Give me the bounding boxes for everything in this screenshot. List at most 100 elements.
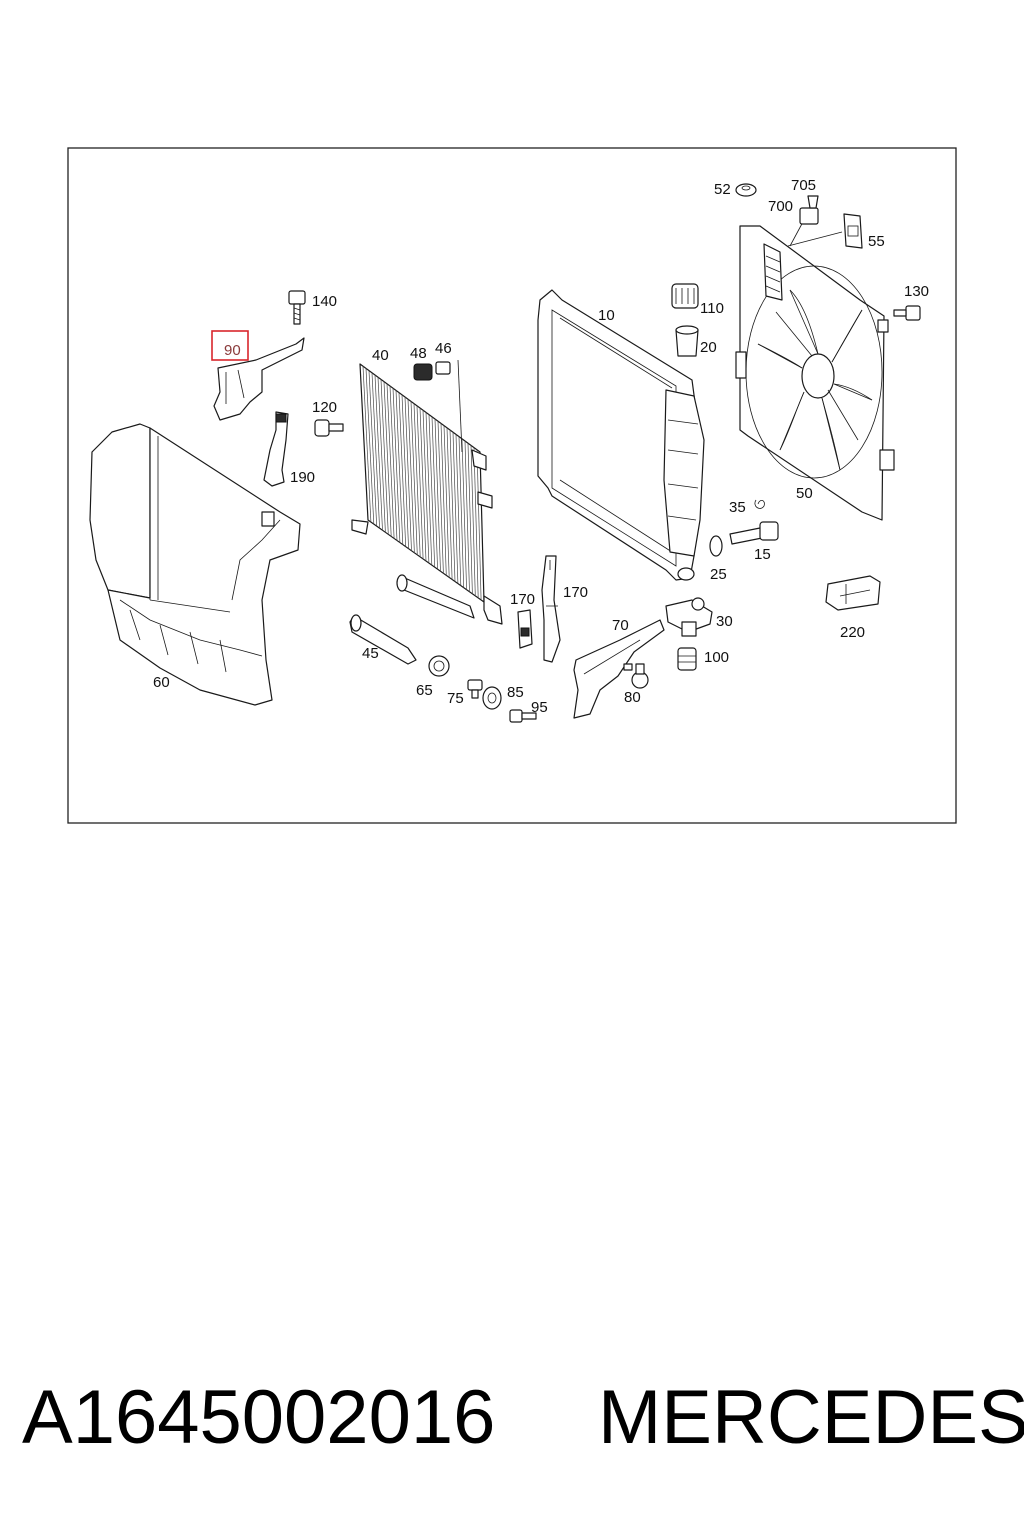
- callout-130: 130: [904, 283, 929, 300]
- callout-220: 220: [840, 624, 865, 641]
- highlight-box-90: [211, 330, 249, 361]
- condenser-fin: [410, 401, 418, 555]
- callout-120: 120: [312, 399, 337, 416]
- part-number: A1645002016: [22, 1375, 496, 1460]
- callout-60: 60: [153, 674, 170, 691]
- condenser-fin: [470, 445, 476, 596]
- condenser-fin: [449, 429, 456, 582]
- condenser-fin: [404, 396, 412, 551]
- condenser-fin: [371, 372, 380, 529]
- condenser-fin: [416, 405, 424, 559]
- condenser-fin: [368, 370, 378, 527]
- callout-labels: 52 705 700 55 130 140 110 10 20 40 48 46…: [153, 177, 929, 716]
- plug-48: [413, 363, 433, 381]
- relay-55: [787, 213, 863, 249]
- bolt-75: [467, 679, 483, 699]
- fan-shroud-50: [735, 225, 895, 521]
- parts-diagram: 52 705 700 55 130 140 110 10 20 40 48 46…: [67, 147, 957, 824]
- callout-80: 80: [624, 689, 641, 706]
- condenser-fin: [395, 390, 404, 545]
- callout-46: 46: [435, 340, 452, 357]
- callout-90-highlighted: 90: [224, 342, 241, 359]
- clip-80: [623, 663, 649, 689]
- condenser-fin: [455, 434, 462, 586]
- bracket-90: [213, 337, 305, 421]
- air-duct-70: [573, 619, 665, 719]
- grommet-52: [735, 183, 757, 197]
- bolt-130: [893, 305, 921, 321]
- callout-52: 52: [714, 181, 731, 198]
- condenser-fin: [458, 436, 465, 588]
- bolt-120: [314, 419, 344, 437]
- condenser-fin: [464, 440, 470, 592]
- clip-35: [754, 499, 765, 509]
- condenser-fin: [422, 410, 430, 564]
- callout-170-left: 170: [510, 591, 535, 608]
- callout-45: 45: [362, 645, 379, 662]
- condenser-fin: [407, 399, 415, 553]
- brand-name: MERCEDES: [598, 1375, 1024, 1460]
- condenser-fin: [473, 447, 479, 598]
- callout-40: 40: [372, 347, 389, 364]
- condenser-fin: [362, 366, 372, 523]
- motor-harness-700: [763, 207, 819, 301]
- callout-705: 705: [791, 177, 816, 194]
- condenser-fin: [377, 377, 386, 533]
- condenser-fin: [401, 394, 409, 549]
- radiator-10: [537, 289, 705, 581]
- condenser-fin: [380, 379, 389, 535]
- air-guide-shroud-60: [89, 423, 301, 706]
- callout-140: 140: [312, 293, 337, 310]
- condenser-fin: [476, 449, 482, 600]
- condenser-fin: [398, 392, 407, 547]
- bracket-170-left: [517, 609, 533, 649]
- receiver-drier-45: [349, 614, 417, 665]
- seal-20: [675, 325, 699, 357]
- sealing-ring-25: [709, 535, 723, 557]
- callout-75: 75: [447, 690, 464, 707]
- plug-46: [435, 359, 463, 453]
- condenser-fin: [452, 432, 459, 584]
- condenser-fin: [437, 421, 444, 574]
- condenser-fin: [440, 423, 447, 576]
- washer-85: [482, 686, 502, 710]
- callout-70: 70: [612, 617, 629, 634]
- condenser-fin: [443, 425, 450, 578]
- condenser-fin: [386, 383, 395, 539]
- bolt-140: [288, 290, 306, 325]
- rubber-mount-100: [677, 647, 697, 671]
- condenser-fin: [434, 418, 441, 572]
- condenser-fin: [425, 412, 433, 566]
- connector-705: [807, 195, 819, 209]
- condenser-fin: [428, 414, 436, 568]
- callout-35: 35: [729, 499, 746, 516]
- cap-65: [428, 655, 450, 677]
- bracket-170-right: [541, 555, 561, 663]
- bracket-220: [825, 575, 881, 611]
- callout-65: 65: [416, 682, 433, 699]
- callout-170-right: 170: [563, 584, 588, 601]
- caption: A1645002016 MERCEDES: [0, 1370, 1024, 1480]
- condenser-fin: [461, 438, 467, 590]
- condenser-fin: [392, 388, 401, 543]
- callout-48: 48: [410, 345, 427, 362]
- condenser-fin: [413, 403, 421, 557]
- condenser-fin: [365, 368, 375, 525]
- diagram-frame: [67, 147, 957, 824]
- bolt-95: [509, 709, 537, 723]
- callout-55: 55: [868, 233, 885, 250]
- callout-95: 95: [531, 699, 548, 716]
- condenser-fin: [383, 381, 392, 537]
- callout-85: 85: [507, 684, 524, 701]
- drain-plug-15: [729, 521, 779, 545]
- condenser-fin: [431, 416, 438, 570]
- callout-100: 100: [704, 649, 729, 666]
- callout-25: 25: [710, 566, 727, 583]
- condenser-fin: [374, 374, 383, 531]
- callout-20: 20: [700, 339, 717, 356]
- cap-110: [671, 283, 699, 309]
- condenser-40: [351, 363, 503, 625]
- callout-30: 30: [716, 613, 733, 630]
- condenser-fin: [467, 443, 473, 594]
- bracket-190: [263, 411, 289, 487]
